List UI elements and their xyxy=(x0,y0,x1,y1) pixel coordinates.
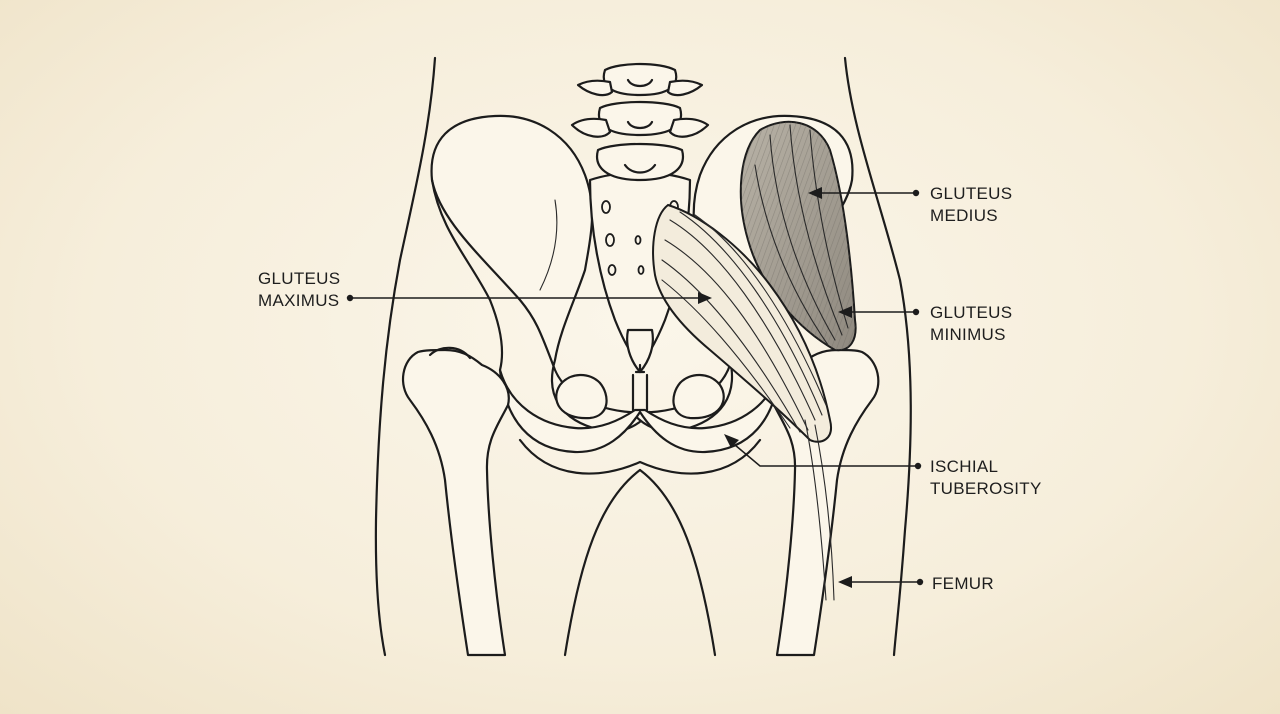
label-line: TUBEROSITY xyxy=(930,479,1042,498)
gluteus-maximus-muscle xyxy=(652,203,835,601)
label-gluteus-medius: GLUTEUS MEDIUS xyxy=(930,183,1012,227)
label-gluteus-minimus: GLUTEUS MINIMUS xyxy=(930,302,1012,346)
body-outline xyxy=(374,56,912,657)
lumbar-vertebrae xyxy=(570,62,710,182)
label-gluteus-maximus: GLUTEUS MAXIMUS xyxy=(258,268,340,312)
leader-ischial-tuberosity xyxy=(734,444,918,467)
label-line: FEMUR xyxy=(932,574,994,593)
label-line: GLUTEUS xyxy=(930,303,1013,322)
pubic-region xyxy=(498,368,782,475)
label-line: MINIMUS xyxy=(930,325,1006,344)
left-femur xyxy=(401,346,510,657)
label-line: MAXIMUS xyxy=(258,291,340,310)
label-femur: FEMUR xyxy=(932,573,994,595)
label-line: MEDIUS xyxy=(930,206,998,225)
label-ischial-tuberosity: ISCHIAL TUBEROSITY xyxy=(930,456,1042,500)
label-line: GLUTEUS xyxy=(930,184,1013,203)
left-obturator-foramen xyxy=(555,373,608,420)
right-obturator-foramen xyxy=(672,373,725,420)
gluteus-medius-muscle xyxy=(739,120,857,352)
label-line: ISCHIAL xyxy=(930,457,999,476)
left-ilium xyxy=(430,114,652,433)
label-line: GLUTEUS xyxy=(258,269,341,288)
leader-lines xyxy=(346,187,924,588)
